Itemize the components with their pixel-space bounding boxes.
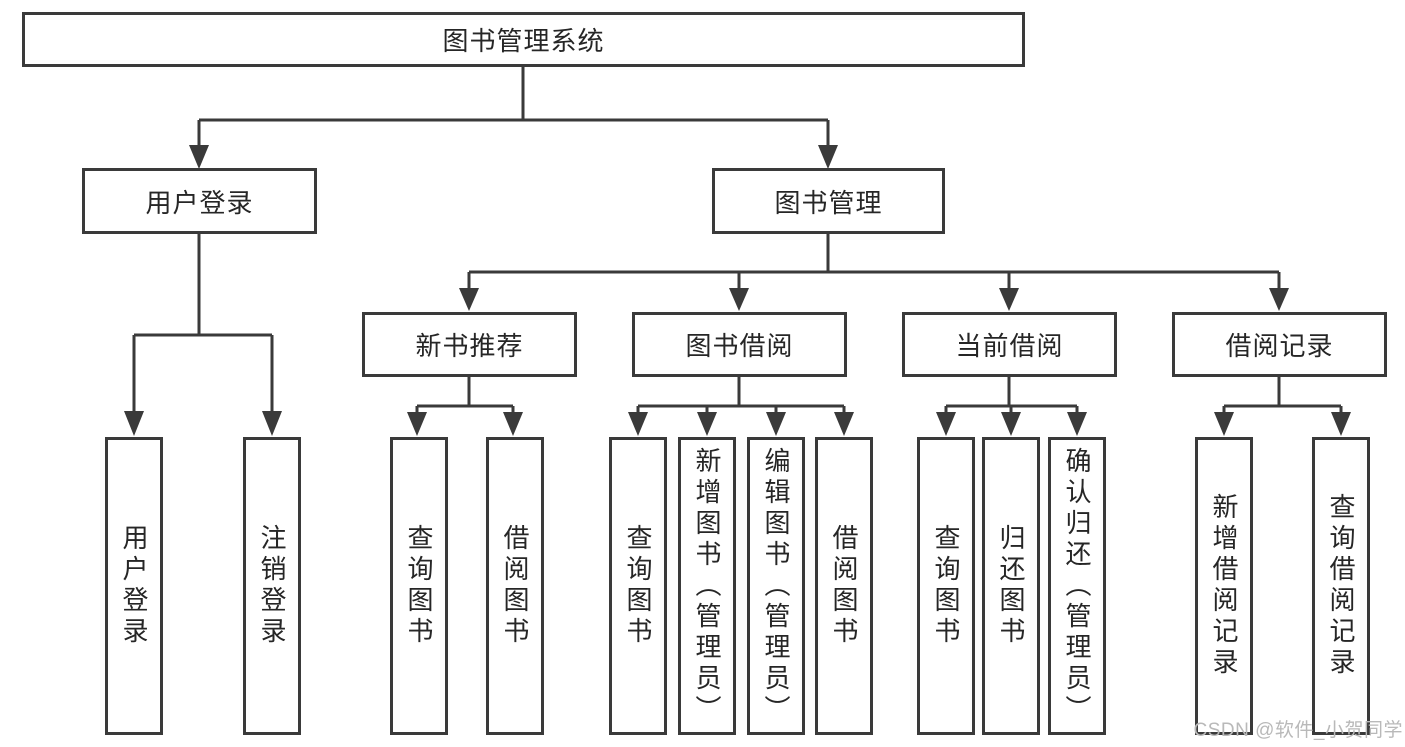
node-root-label: 图书管理系统: [442, 26, 605, 56]
leaf-add-borrow-record: 新增借阅记录: [1195, 437, 1253, 735]
connector-borrowing-records: [1222, 377, 1343, 413]
node-root-system: 图书管理系统: [22, 12, 1025, 67]
node-new-book-recommendation-label: 新书推荐: [415, 331, 524, 361]
arrowheads: [124, 145, 1351, 436]
leaf-user-login: 用户登录: [105, 437, 163, 735]
node-borrowing-records: 借阅记录: [1172, 312, 1387, 377]
leaf-query-books-current: 查询图书: [917, 437, 975, 735]
csdn-watermark: CSDN @软件_小贺同学: [1193, 720, 1403, 741]
node-borrowing-records-label: 借阅记录: [1225, 331, 1334, 361]
connector-book-borrowing: [636, 377, 846, 413]
connector-user-login: [132, 234, 274, 412]
leaf-logout: 注销登录: [243, 437, 301, 735]
leaf-return-books: 归还图书: [982, 437, 1040, 735]
leaf-borrow-books-borrowing: 借阅图书: [815, 437, 873, 735]
leaf-query-books-recommend: 查询图书: [390, 437, 448, 735]
leaf-edit-book-admin: 编辑图书（管理员）: [747, 437, 805, 735]
node-current-borrowing-label: 当前借阅: [955, 331, 1064, 361]
node-book-borrowing: 图书借阅: [632, 312, 847, 377]
node-new-book-recommendation: 新书推荐: [362, 312, 577, 377]
leaf-query-books-borrowing: 查询图书: [609, 437, 667, 735]
connector-book-management: [467, 233, 1281, 289]
connector-current-borrowing: [944, 377, 1079, 413]
leaf-confirm-return-admin: 确认归还（管理员）: [1048, 437, 1106, 735]
node-current-borrowing: 当前借阅: [902, 312, 1117, 377]
node-user-login: 用户登录: [82, 168, 317, 234]
node-user-login-label: 用户登录: [145, 187, 254, 218]
leaf-add-book-admin: 新增图书（管理员）: [678, 437, 736, 735]
leaf-borrow-books-recommend: 借阅图书: [486, 437, 544, 735]
node-book-borrowing-label: 图书借阅: [685, 331, 794, 361]
node-book-management: 图书管理: [712, 168, 945, 234]
connector-root: [197, 67, 830, 146]
node-book-management-label: 图书管理: [774, 187, 883, 218]
connector-new-book-recommendation: [415, 377, 515, 413]
leaf-query-borrow-record: 查询借阅记录: [1312, 437, 1370, 735]
